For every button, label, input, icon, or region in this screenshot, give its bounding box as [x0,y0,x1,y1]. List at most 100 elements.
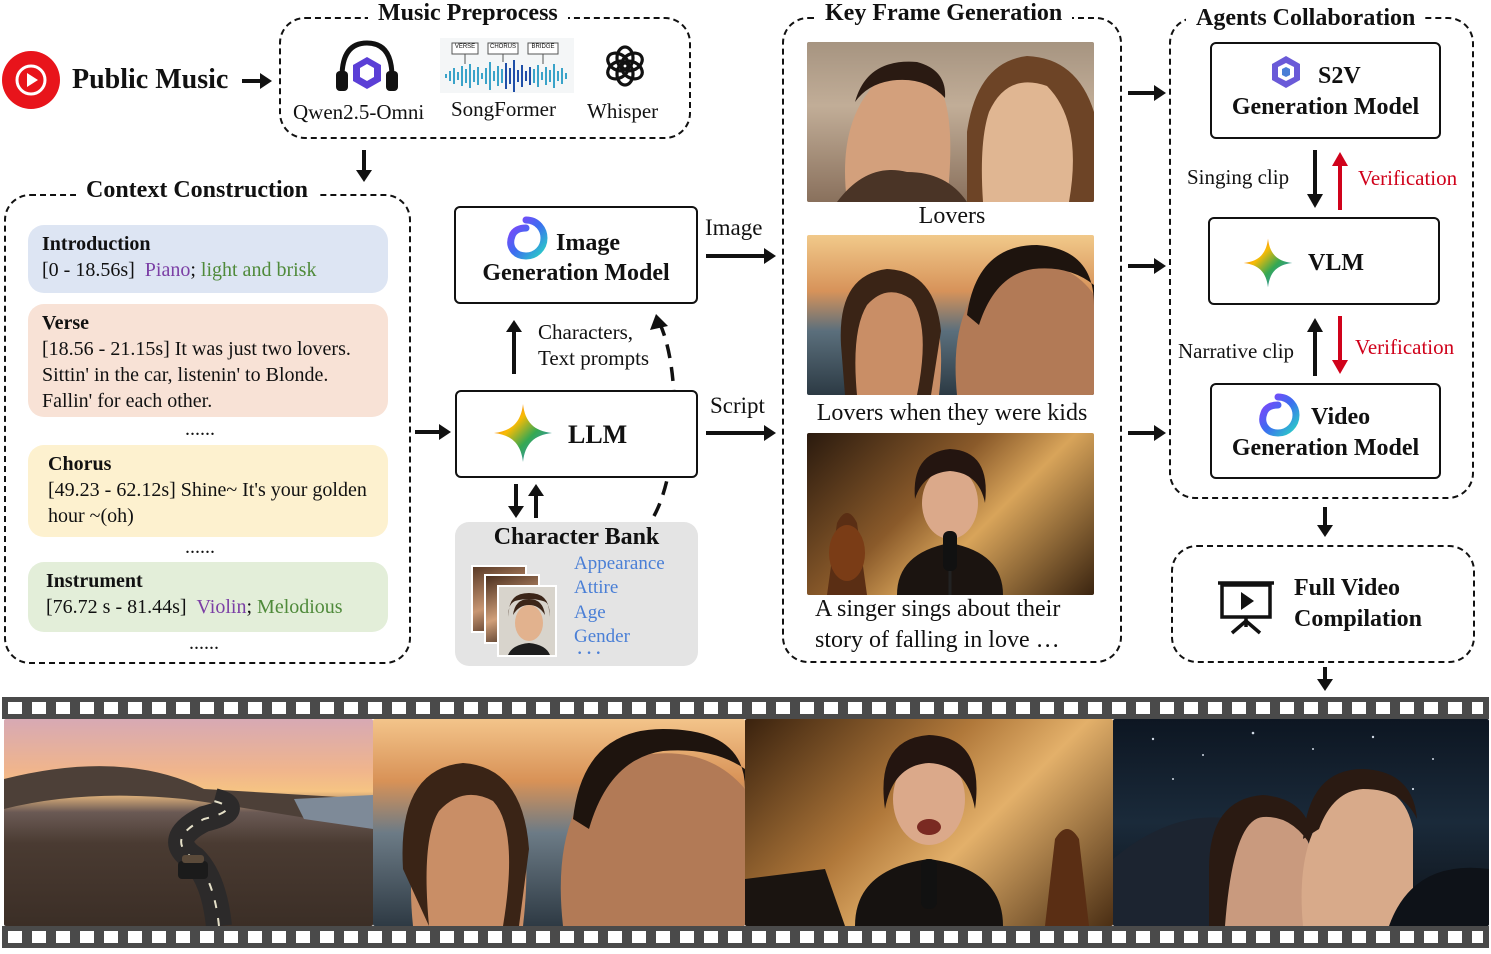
character-attr-appearance: Appearance [574,553,665,574]
image-model-line1: Image [556,230,620,256]
arrow-llm-to-image-model [506,320,522,374]
vlm-label: VLM [1308,250,1364,276]
char-prompts-line1: Characters, [538,320,634,344]
video-model-line2: Generation Model [1231,435,1420,461]
arrow-agents-to-compilation [1317,507,1333,537]
video-model-logo-icon [1259,393,1300,437]
instrument-heading: Instrument [46,570,143,592]
arrow-public-to-preprocess [242,73,272,89]
public-music-label: Public Music [72,64,229,95]
video-model-line1: Video [1311,404,1371,430]
keyframe-caption-singer-1: A singer sings about their [815,596,1061,622]
s2v-line1: S2V [1318,63,1361,89]
arrows-llm-character-bank [508,484,544,518]
instrument-separator: ; [246,596,253,618]
full-video-compilation-box [1171,545,1475,663]
film-frame-kids [373,719,745,926]
video-model-box [1210,383,1441,479]
key-frame-generation-title: Key Frame Generation [815,0,1073,26]
arrow-context-to-llm [415,424,451,440]
tool-qwen: Qwen2.5-Omni [293,100,425,124]
character-photo-front [497,585,557,657]
keyframe-kids-image [807,235,1094,395]
arrow-verification-to-video [1332,316,1348,374]
instrument-time: [76.72 s - 81.44s] [46,596,187,618]
context-verse: Verse [18.56 - 21.15s] It was just two l… [28,304,388,417]
tool-whisper: Whisper [587,99,659,123]
public-music-logo-icon [2,51,60,109]
char-prompts-line2: Text prompts [538,346,650,370]
introduction-time: [0 - 18.56s] [42,259,135,281]
arrow-keyframe-to-s2v [1128,85,1166,101]
context-introduction: Introduction [0 - 18.56s] Piano; light a… [28,225,388,293]
keyframe-caption-lovers: Lovers [918,203,986,229]
arrow-label-image: Image [705,215,763,240]
llm-label: LLM [568,420,628,449]
s2v-line2: Generation Model [1231,94,1420,120]
tool-songformer: SongFormer [451,97,556,121]
tag-bridge: BRIDGE [531,44,555,50]
llm-sparkle-icon [494,404,552,462]
keyframe-caption-kids: Lovers when they were kids [816,400,1088,426]
context-ellipsis-1: ...... [185,418,215,440]
full-video-line2: Compilation [1294,606,1423,632]
image-model-line2: Generation Model [482,260,670,286]
character-attr-more: · · · [577,645,602,662]
verification-label-bottom: Verification [1355,335,1455,359]
arrow-compilation-to-film [1317,667,1333,691]
context-ellipsis-3: ...... [189,632,219,654]
agents-collaboration-title: Agents Collaboration [1186,5,1426,31]
introduction-mood: light and brisk [200,259,317,281]
character-attr-attire: Attire [574,577,619,598]
s2v-logo-icon [1272,56,1300,88]
arrow-s2v-to-vlm [1307,150,1323,208]
vlm-box [1208,217,1440,305]
context-ellipsis-2: ...... [185,536,215,558]
singing-clip-label: Singing clip [1187,165,1290,189]
vlm-sparkle-icon [1243,238,1293,288]
arrow-image-out [706,248,776,264]
music-preprocess-title: Music Preprocess [368,0,568,26]
arrow-script-out [706,425,776,441]
chorus-heading: Chorus [48,453,112,475]
keyframe-caption-singer-2: story of falling in love … [815,627,1060,653]
presentation-screen-icon [1218,581,1274,635]
film-frame-car [1113,719,1489,926]
verification-label-top: Verification [1358,166,1458,190]
tag-chorus: CHORUS [489,44,516,50]
introduction-instrument: Piano [144,259,191,281]
narrative-clip-label: Narrative clip [1178,339,1295,363]
film-strip-bottom-border [2,926,1489,948]
chorus-text: [49.23 - 62.12s] Shine~ It's your golden… [48,479,367,527]
instrument-details: [76.72 s - 81.44s] Violin; Melodious [46,594,374,620]
arrow-video-to-vlm [1307,318,1323,376]
verse-heading: Verse [42,312,90,334]
s2v-model-box [1210,42,1441,139]
film-strip-top-border [2,697,1489,719]
arrow-keyframe-to-vlm [1128,258,1166,274]
context-chorus: Chorus [49.23 - 62.12s] Shine~ It's your… [28,445,388,537]
film-frame-singer [745,719,1113,926]
tag-verse: VERSE [454,44,476,50]
whisper-knot-icon [606,45,644,87]
introduction-details: [0 - 18.56s] Piano; light and brisk [42,257,374,283]
image-generation-model-box [454,206,698,304]
songformer-waveform-icon: VERSE CHORUS BRIDGE [440,38,574,93]
arrow-label-script: Script [710,393,765,418]
full-video-line1: Full Video [1294,575,1401,601]
arrow-preprocess-to-context [356,150,372,182]
character-attr-age: Age [574,602,606,623]
instrument-name: Violin [196,596,247,618]
keyframe-lovers-image [807,42,1094,202]
introduction-heading: Introduction [42,233,151,255]
qwen-omni-icon [336,40,398,91]
llm-box [455,390,698,478]
context-instrument: Instrument [76.72 s - 81.44s] Violin; Me… [28,562,388,632]
context-construction-title: Context Construction [76,177,318,203]
arrow-keyframe-to-video [1128,425,1166,441]
character-attr-gender: Gender [574,626,630,647]
introduction-separator: ; [190,259,196,281]
image-model-logo-icon [507,216,548,260]
verse-text: [18.56 - 21.15s] It was just two lovers.… [42,338,351,412]
instrument-mood: Melodious [257,596,343,618]
